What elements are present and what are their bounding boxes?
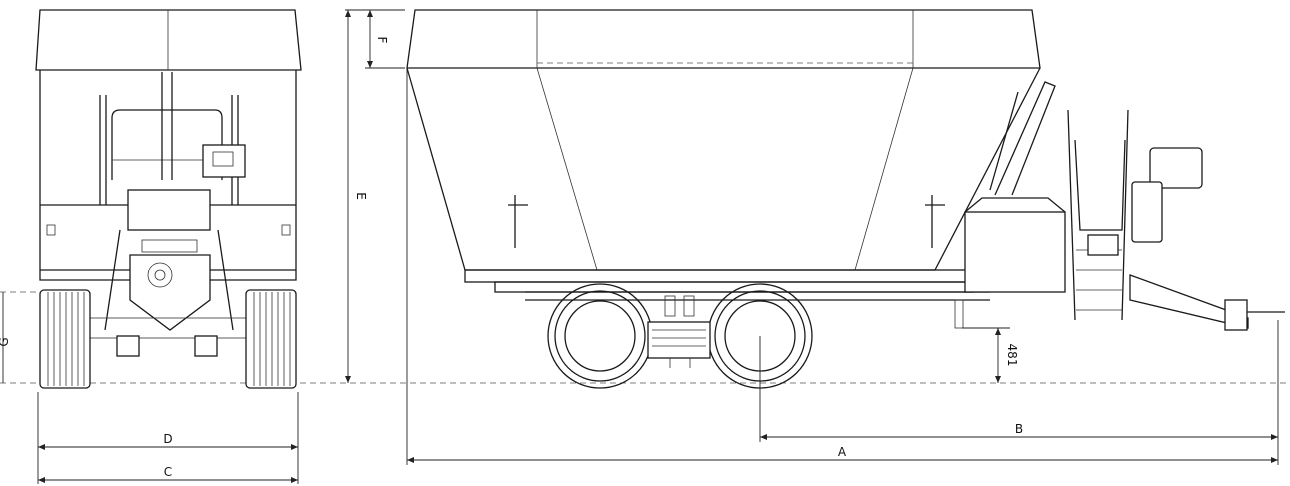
front-right-wheel (245, 289, 297, 389)
dimension-d: D (37, 392, 299, 455)
drawbar (1129, 274, 1249, 329)
dimension-b: B (759, 320, 1279, 465)
dimension-a: A (406, 68, 1278, 465)
dimension-b-label: B (1015, 422, 1023, 436)
dimension-d-label: D (163, 432, 172, 446)
dimension-e: E (345, 9, 405, 383)
dimension-g: G (0, 292, 11, 383)
side-view (406, 9, 1285, 389)
dimension-a-label: A (838, 445, 847, 459)
front-hopper (35, 9, 302, 71)
dimension-f-label: F (375, 37, 389, 44)
front-left-wheel (39, 289, 91, 389)
front-body (39, 70, 297, 281)
dimension-481-label: 481 (1005, 344, 1019, 367)
dimension-f: F (365, 10, 405, 69)
dimension-481: 481 (962, 327, 1019, 383)
dimension-c-label: C (164, 465, 172, 479)
side-hopper-top (406, 9, 1041, 69)
front-view (0, 9, 302, 389)
side-hopper-body (406, 67, 1041, 271)
dimension-e-label: E (354, 192, 368, 200)
dimension-c: C (37, 455, 299, 484)
dimension-g-label: G (0, 337, 11, 346)
